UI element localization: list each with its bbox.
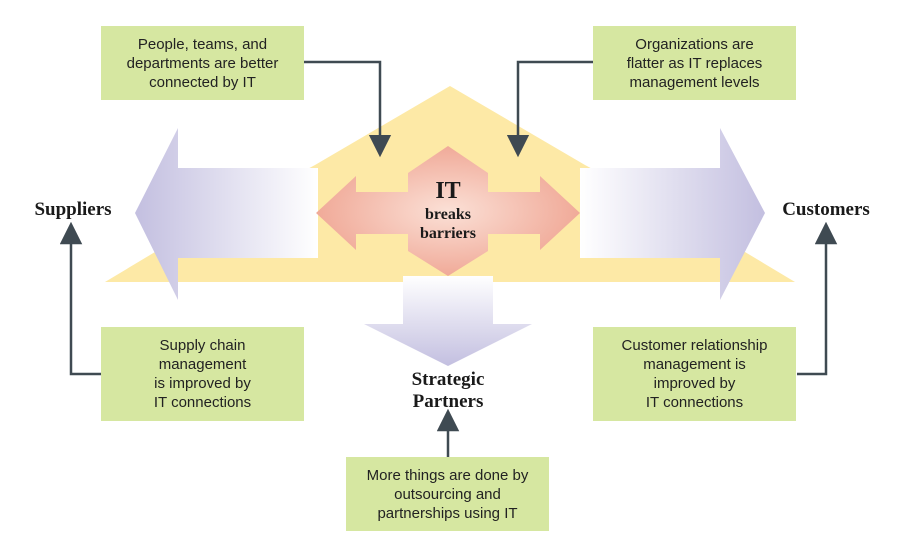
it-subtitle: breaks barriers [420, 206, 476, 242]
connector-customer-relationship [797, 221, 838, 376]
customers-label: Customers [782, 199, 870, 220]
arrow-to-customers [580, 128, 765, 300]
suppliers-label: Suppliers [34, 199, 112, 220]
connector-people-teams [304, 60, 392, 158]
outsourcing-box: More things are done by outsourcing and … [346, 457, 549, 531]
outsourcing-text: More things are done by outsourcing and … [366, 466, 529, 522]
connector-organizations [506, 60, 593, 158]
strategic-partners-label: Strategic Partners [411, 369, 485, 412]
it-center-arrow [316, 146, 580, 276]
arrow-to-strategic-partners [364, 276, 532, 366]
organizations-flatter-text: Organizations are flatter as IT replaces… [626, 35, 763, 91]
it-title: IT [435, 178, 461, 204]
arrow-to-suppliers [135, 128, 318, 300]
customer-relationship-text: Customer relationship management is impr… [621, 337, 768, 411]
people-teams-box: People, teams, and departments are bette… [101, 26, 304, 100]
connector-supply-chain [59, 221, 101, 376]
customer-relationship-box: Customer relationship management is impr… [593, 327, 796, 421]
organizations-flatter-box: Organizations are flatter as IT replaces… [593, 26, 796, 100]
people-teams-text: People, teams, and departments are bette… [126, 35, 279, 91]
supply-chain-box: Supply chain management is improved by I… [101, 327, 304, 421]
supply-chain-text: Supply chain management is improved by I… [153, 337, 252, 411]
